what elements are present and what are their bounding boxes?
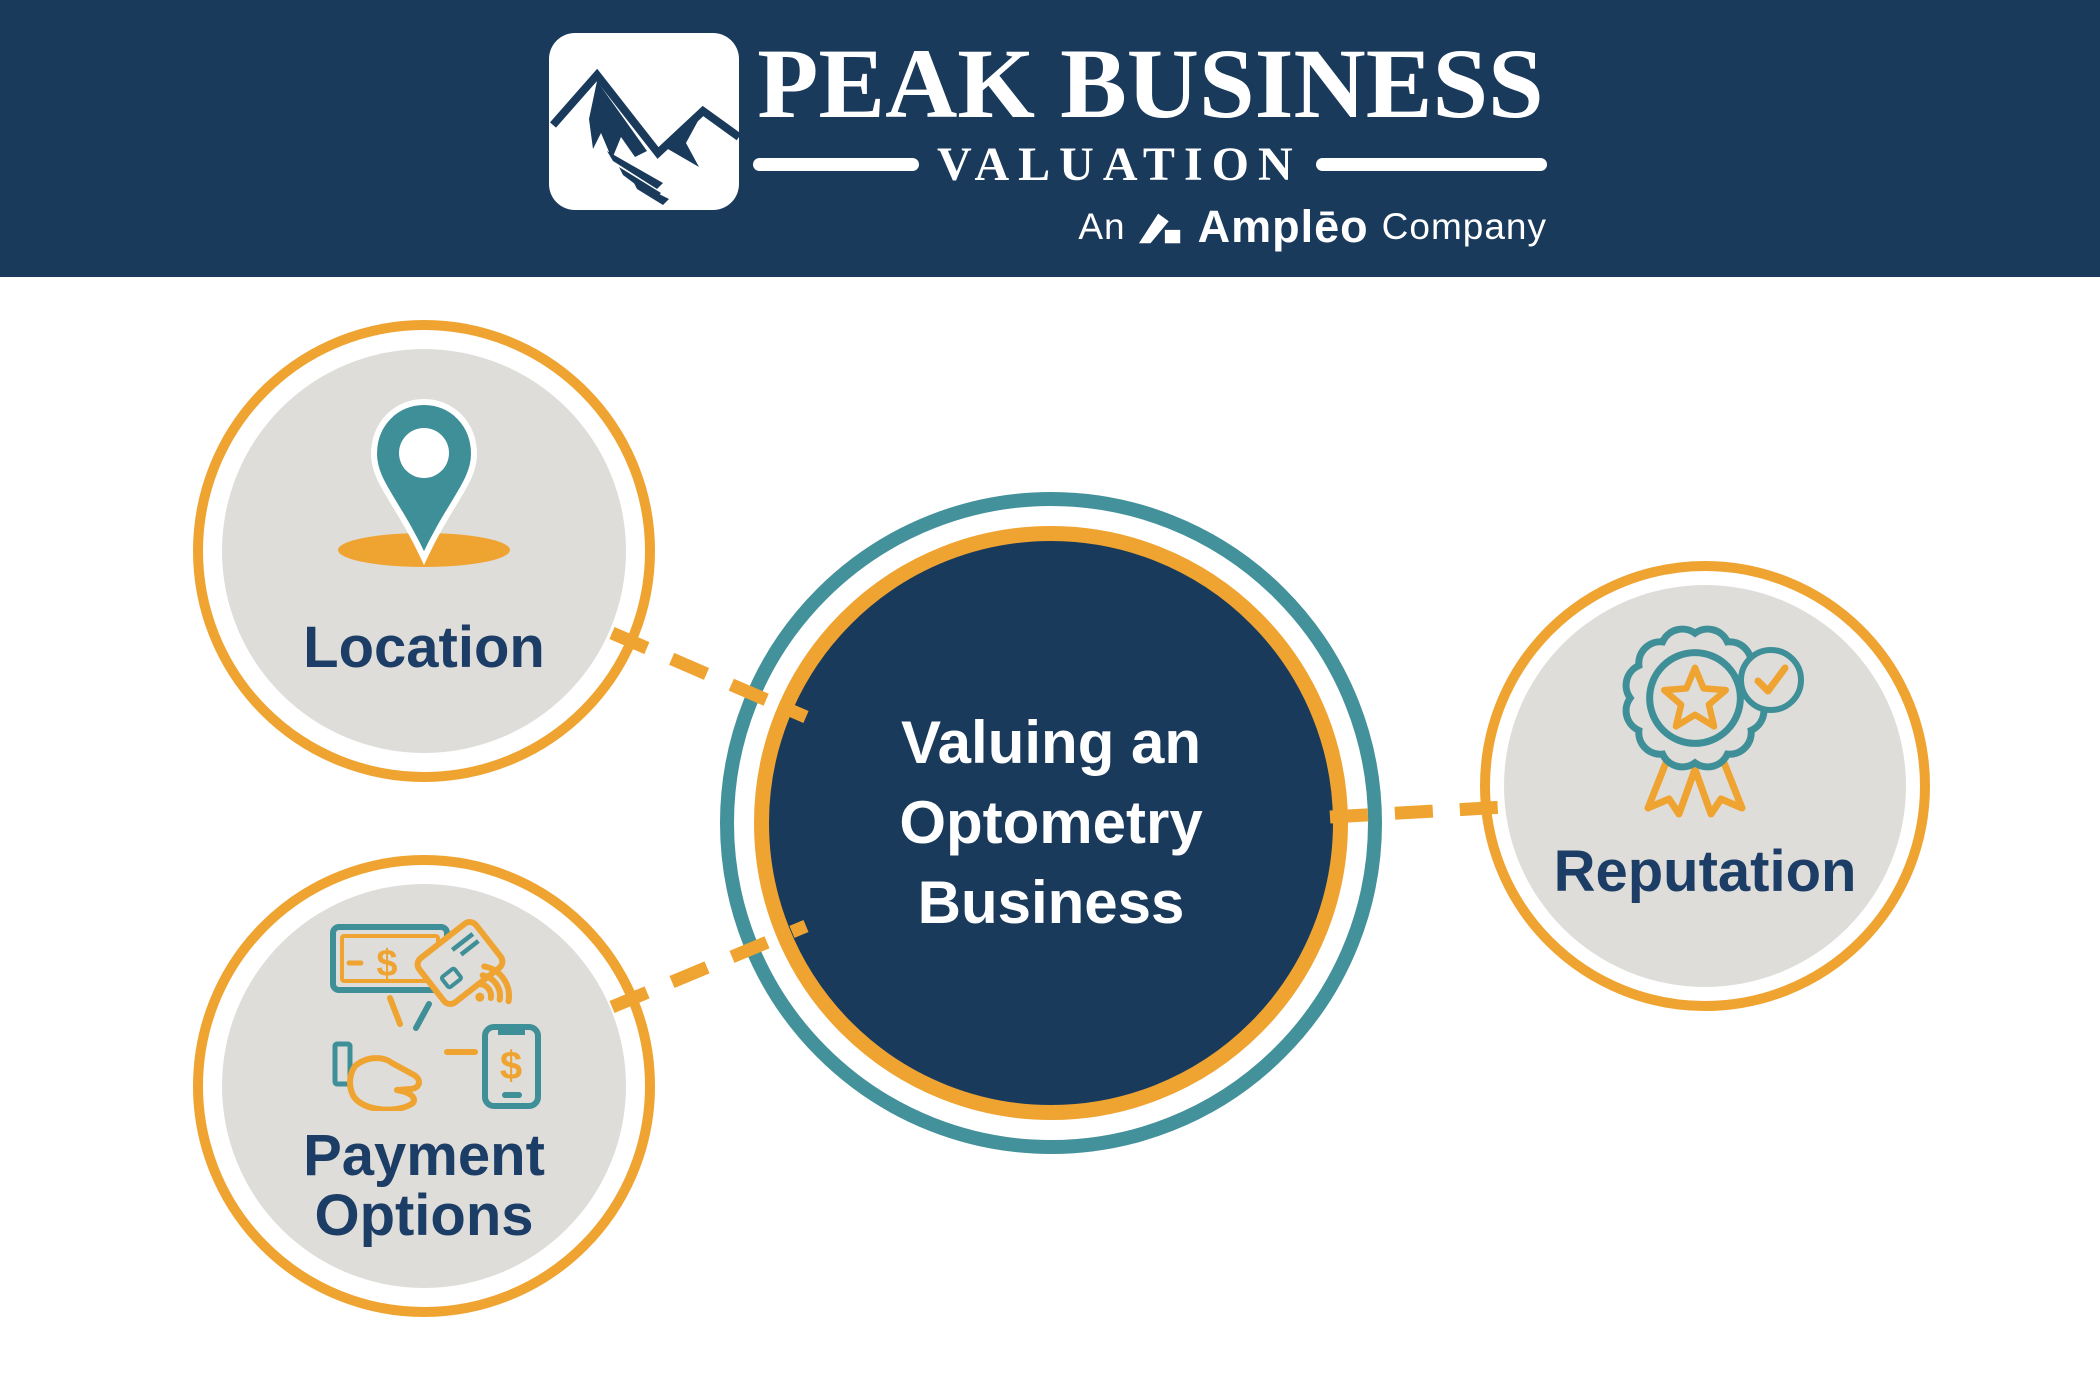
center-hub-disc: Valuing an Optometry Business: [754, 526, 1348, 1120]
location-label: Location: [303, 615, 545, 680]
mountain-icon: [549, 68, 739, 205]
peak-logo-badge: [549, 33, 739, 210]
affiliation-row: An Amplēo Company: [1078, 201, 1547, 253]
ampleo-logo-icon: [1138, 213, 1180, 244]
left-rule: [753, 157, 919, 171]
payment-node-disc: [222, 884, 626, 1288]
brand-subtitle: VALUATION: [937, 137, 1302, 191]
brand-subtitle-row: VALUATION: [753, 138, 1547, 191]
location-pin-icon: [338, 398, 510, 567]
payment-node-ring: [193, 855, 655, 1317]
right-rule: [1315, 157, 1547, 171]
svg-text:$: $: [376, 943, 397, 985]
payment-options-label: Payment Options: [303, 1123, 545, 1248]
award-ribbon-icon: [1622, 625, 1804, 818]
location-node-ring: [193, 320, 655, 782]
payment-methods-icon: $ $: [330, 919, 541, 1111]
reputation-node-ring: [1480, 561, 1930, 1011]
header-bar: PEAK BUSINESS VALUATION An Amplēo Compan…: [0, 0, 2100, 277]
affiliation-suffix: Company: [1381, 206, 1547, 247]
center-title: Valuing an Optometry Business: [899, 709, 1203, 936]
affiliation-company: Amplēo: [1197, 201, 1369, 252]
brand-name: PEAK BUSINESS: [757, 28, 1544, 139]
reputation-label: Reputation: [1553, 839, 1857, 904]
svg-text:$: $: [500, 1044, 522, 1088]
affiliation-prefix: An: [1078, 206, 1126, 247]
